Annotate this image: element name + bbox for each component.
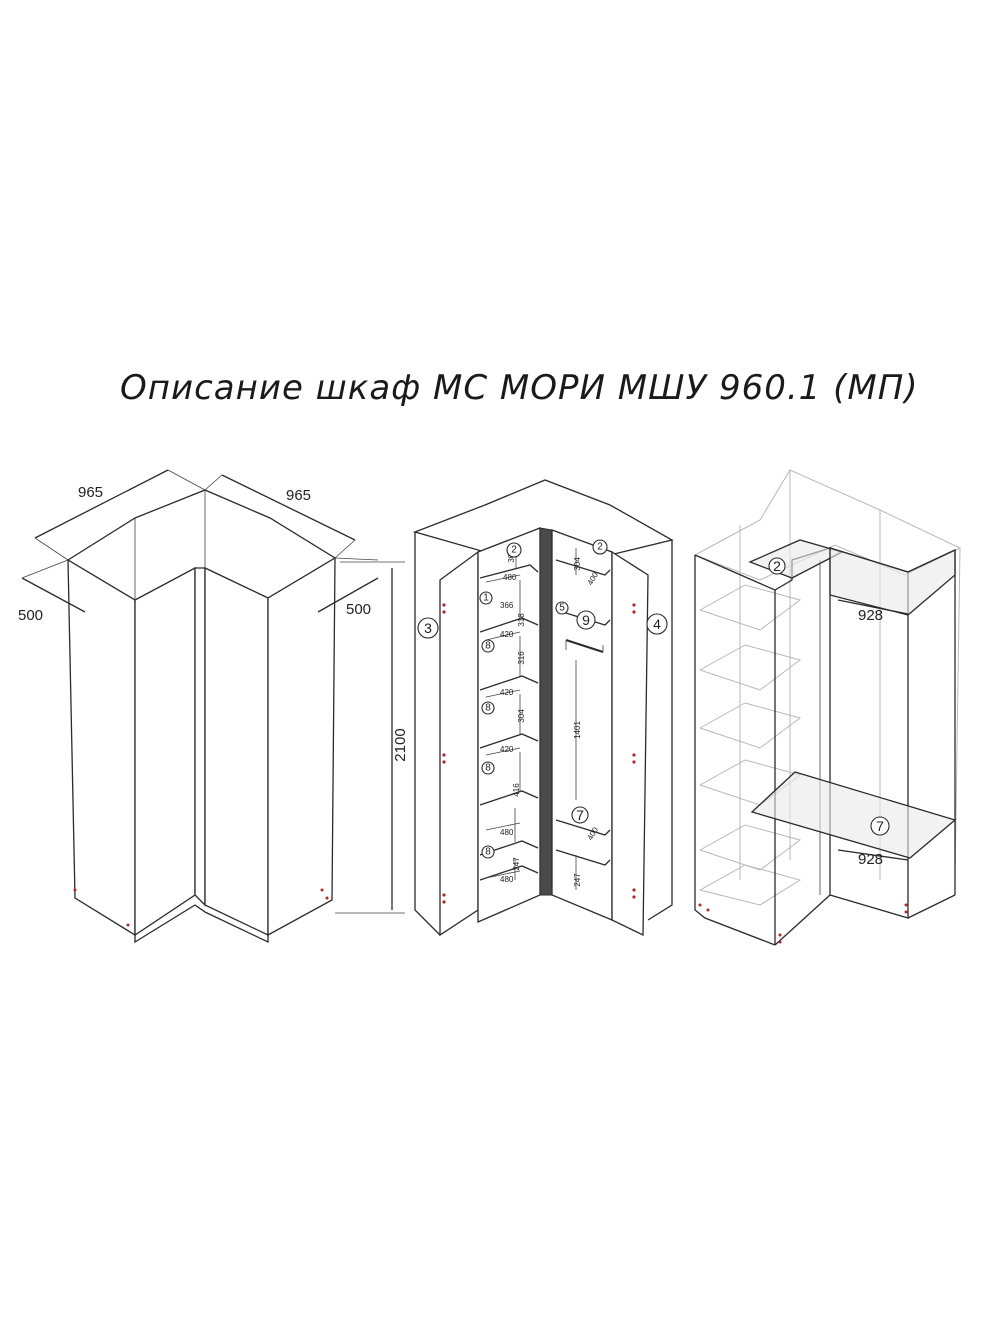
pos-shelf-8d: 8 [485,847,491,858]
idim-l-3: 318 [517,613,526,627]
front-door-left [134,566,196,937]
pos-wire-2: 2 [773,558,781,574]
rod-928-line [837,599,909,615]
idim-l-12: 480 [500,875,514,884]
pos-shelf-1: 1 [483,593,489,604]
pos-rod-9: 9 [582,612,590,628]
open-door-left [439,550,479,937]
plinth [134,904,269,944]
pos-door-right: 4 [653,616,661,632]
left-compartment [477,527,541,923]
ghost-top [693,469,962,581]
pos-right-2: 2 [597,542,603,553]
pos-shelf-7: 7 [576,807,584,823]
idim-l-6: 420 [500,688,514,697]
wireframe-view: 2 928 7 928 [693,469,962,946]
idim-l-2: 366 [500,601,514,610]
idim-l-9: 416 [512,783,521,797]
dim-965-right: 965 [286,487,311,504]
dim-2100: 2100 [392,728,409,761]
corner-divider [539,527,553,896]
idim-l-7: 304 [517,709,526,723]
left-side-panel [67,558,136,937]
dim-line-965-left [34,469,169,539]
corner-post [194,567,206,907]
right-compartment [551,529,613,921]
idim-l-8: 420 [500,745,514,754]
pos-shelf-8b: 8 [485,703,491,714]
front-door-right [204,566,269,937]
idim-l-4: 420 [500,630,514,639]
open-cabinet-view: 304 480 366 318 420 316 420 304 420 416 … [412,479,674,937]
idim-l-10: 480 [500,828,514,837]
pos-top-left: 2 [511,545,517,556]
dim-965-left: 965 [78,484,103,501]
pos-shelf-8a: 8 [485,641,491,652]
glass-panel-top-right [829,547,956,616]
dim-928-rod: 928 [858,607,883,624]
shelf-928-line [837,849,909,861]
dim-500-right: 500 [346,601,371,618]
glass-shelf-bottom [750,771,957,859]
idim-l-11: 247 [512,857,521,871]
dim-928-shelf: 928 [858,851,883,868]
idim-r-4: 247 [573,873,582,887]
dim-line-500-right [317,577,379,613]
idim-l-1: 480 [503,573,517,582]
idim-r-2: 1401 [573,721,582,739]
page-title: Описание шкаф МС МОРИ МШУ 960.1 (МП) [120,368,919,408]
closed-cabinet-view: 965 965 500 500 2100 [18,469,409,944]
hanger-rod [565,639,604,653]
pos-wire-7: 7 [876,818,884,834]
open-door-right [611,550,649,937]
dim-line-965-right [221,474,356,541]
pos-door-left: 3 [424,620,432,636]
pos-right-5: 5 [559,603,565,614]
dim-500-left: 500 [18,607,43,624]
dim-line-500-left [21,577,86,613]
pos-shelf-8c: 8 [485,763,491,774]
idim-r-0: 304 [573,557,582,571]
idim-l-5: 316 [517,651,526,665]
left-shelves [479,564,539,881]
left-frame-edge [694,555,776,946]
right-side-panel [267,556,336,937]
glass-shelf-top [748,539,844,579]
